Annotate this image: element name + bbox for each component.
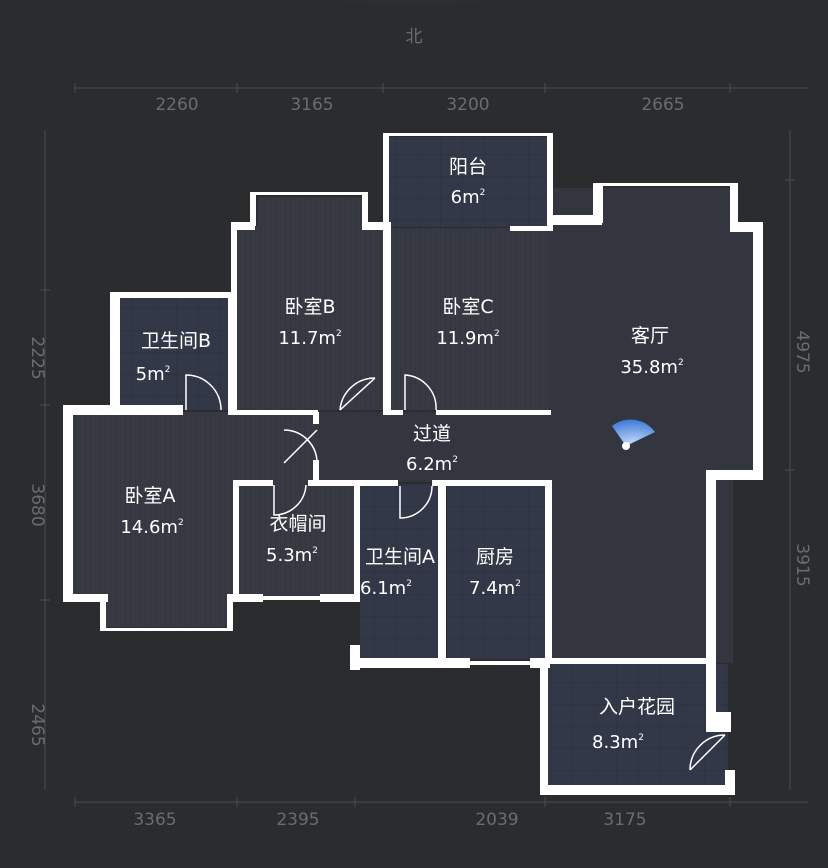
door-swings — [185, 374, 726, 771]
room-entry-garden: 入户花园 8.3m2 — [592, 696, 675, 753]
dim-top-3: 3200 — [446, 95, 489, 115]
room-area: 5.3m — [266, 545, 312, 566]
dim-top-1: 2260 — [155, 95, 198, 115]
room-area: 8.3m — [592, 732, 638, 753]
room-name: 卧室C — [442, 296, 493, 318]
dim-bottom-3: 2039 — [475, 810, 518, 830]
room-bathroom-b: 卫生间B 5m2 — [136, 330, 211, 385]
room-name: 厨房 — [476, 546, 514, 568]
dim-bottom-4: 3175 — [603, 810, 646, 830]
room-bedroom-b: 卧室B 11.7m2 — [278, 296, 341, 349]
svg-text:5m2: 5m2 — [136, 364, 171, 385]
room-kitchen: 厨房 7.4m2 — [469, 546, 521, 599]
svg-text:8.3m2: 8.3m2 — [592, 732, 644, 753]
room-name: 过道 — [413, 423, 451, 445]
kitchen-floor — [447, 484, 547, 659]
room-area: 11.9m — [436, 328, 494, 349]
room-area: 5m — [136, 364, 165, 385]
room-cloakroom: 衣帽间 5.3m2 — [266, 513, 326, 566]
room-area: 35.8m — [620, 357, 678, 378]
room-bedroom-c: 卧室C 11.9m2 — [436, 296, 499, 349]
entry-garden-floor — [548, 664, 728, 789]
room-area: 6.1m — [360, 578, 406, 599]
room-balcony: 阳台 6m2 — [449, 156, 487, 208]
svg-text:11.7m2: 11.7m2 — [278, 328, 341, 349]
compass-glow — [214, 0, 614, 28]
room-name: 卫生间A — [365, 546, 435, 568]
dimension-lines — [40, 83, 808, 807]
room-area: 14.6m — [120, 517, 178, 538]
cloakroom-floor — [237, 484, 354, 596]
svg-text:6m2: 6m2 — [451, 187, 486, 208]
dim-left-2: 3680 — [27, 483, 47, 526]
room-name: 卫生间B — [141, 330, 211, 352]
svg-text:35.8m2: 35.8m2 — [620, 357, 683, 378]
dim-left-1: 2225 — [27, 336, 47, 379]
svg-text:7.4m2: 7.4m2 — [469, 578, 521, 599]
dim-left-3: 2465 — [27, 703, 47, 746]
svg-text:6.2m2: 6.2m2 — [406, 454, 458, 475]
balcony-floor — [388, 137, 548, 227]
svg-text:6.1m2: 6.1m2 — [360, 578, 412, 599]
room-bathroom-a: 卫生间A 6.1m2 — [360, 546, 435, 599]
room-area: 11.7m — [278, 328, 336, 349]
dim-right-1: 4975 — [792, 330, 812, 373]
room-area: 6m — [451, 187, 480, 208]
room-living-room: 客厅 35.8m2 — [620, 325, 683, 378]
room-area: 6.2m — [406, 454, 452, 475]
room-name: 卧室A — [125, 485, 176, 507]
bedroom-c-floor — [390, 228, 548, 410]
north-label: 北 — [406, 27, 423, 47]
room-name: 卧室B — [284, 296, 335, 318]
room-name: 衣帽间 — [269, 513, 326, 535]
room-hallway: 过道 6.2m2 — [406, 423, 458, 475]
svg-text:14.6m2: 14.6m2 — [120, 517, 183, 538]
bathroom-b-floor — [120, 298, 231, 410]
dim-top-4: 2665 — [641, 95, 684, 115]
walls — [63, 133, 763, 795]
room-name: 客厅 — [631, 325, 669, 347]
dim-bottom-2: 2395 — [276, 810, 319, 830]
room-name: 阳台 — [449, 156, 487, 178]
dim-top-2: 3165 — [290, 95, 333, 115]
room-bedroom-a: 卧室A 14.6m2 — [120, 485, 183, 538]
dim-bottom-1: 3365 — [133, 810, 176, 830]
dim-right-2: 3915 — [792, 543, 812, 586]
room-area: 7.4m — [469, 578, 515, 599]
viewpoint-icon[interactable] — [612, 419, 655, 450]
room-name: 入户花园 — [599, 696, 675, 718]
svg-text:11.9m2: 11.9m2 — [436, 328, 499, 349]
bedroom-b-floor — [237, 226, 385, 410]
svg-text:5.3m2: 5.3m2 — [266, 545, 318, 566]
